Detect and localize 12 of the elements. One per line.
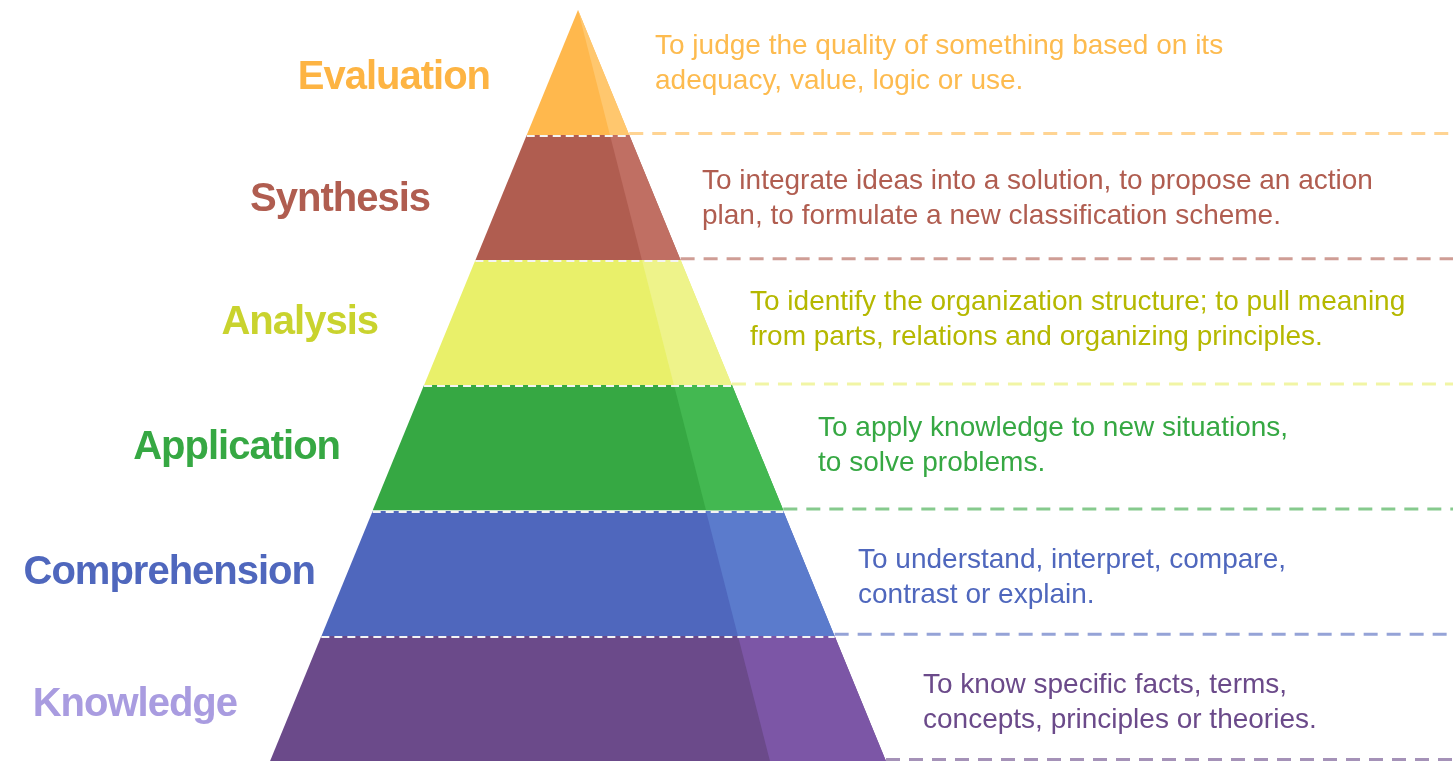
level-heading: Application — [133, 422, 340, 469]
level-heading: Synthesis — [250, 174, 430, 221]
level-description: To apply knowledge to new situations, to solve problems. — [818, 410, 1290, 479]
level-description: To integrate ideas into a solution, to propose an action plan, to formulate a new classification scheme. — [702, 163, 1374, 232]
level-heading: Knowledge — [32, 679, 237, 726]
level-description: To know specific facts, terms, concepts, principles or theories. — [923, 667, 1318, 736]
level-description: To identify the organization structure; to pull meaning from parts, relations and organizing principles. — [750, 284, 1407, 353]
level-description: To understand, interpret, compare, contrast or explain. — [858, 542, 1287, 611]
level-heading: Analysis — [221, 297, 378, 344]
level-heading: Comprehension — [23, 547, 315, 594]
level-description: To judge the quality of something based on its adequacy, value, logic or use. — [655, 28, 1225, 97]
level-heading: Evaluation — [297, 52, 490, 99]
